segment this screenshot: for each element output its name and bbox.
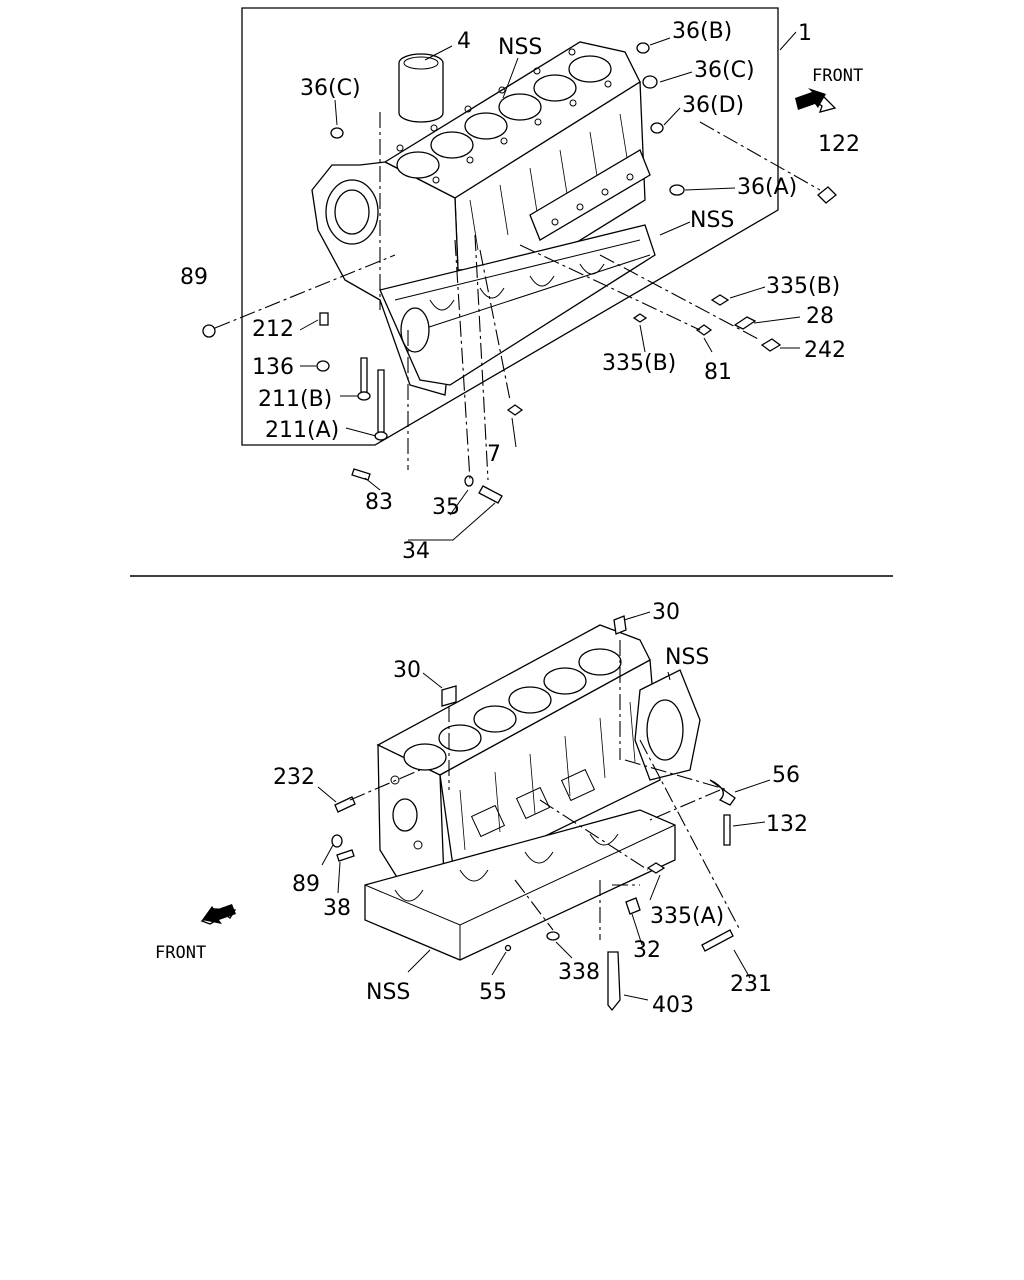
label-dowel-212: 212: [252, 317, 294, 342]
label-plug-36d: 36(D): [682, 93, 744, 118]
label-plug-7: 7: [487, 442, 501, 467]
label-jet-34: 34: [402, 539, 430, 564]
label-plug-36b: 36(B): [672, 19, 732, 44]
label-bracket-403: 403: [652, 993, 694, 1018]
lower-labels: 30 30 NSS 232 56 132 89 38 335(A) 32 FRO…: [155, 600, 808, 1018]
label-bolt-211b: 211(B): [258, 387, 332, 412]
assembly-boundary-line: [241, 7, 779, 446]
label-nss-right: NSS: [690, 208, 734, 233]
label-bolt-132: 132: [766, 812, 808, 837]
label-nss-upper-lower-view: NSS: [665, 645, 709, 670]
label-plug-335b-right: 335(B): [766, 274, 840, 299]
label-stud-232: 232: [273, 765, 315, 790]
label-plug-136: 136: [252, 355, 294, 380]
label-part-28: 28: [806, 304, 834, 329]
label-bolt-211a: 211(A): [265, 418, 339, 443]
upper-leader-lines: [214, 31, 821, 541]
label-plug-89-lower: 89: [292, 872, 320, 897]
label-plug-89-upper: 89: [180, 265, 208, 290]
label-block-1: 1: [798, 21, 812, 46]
lower-small-parts: [331, 615, 736, 1012]
cylinder-block-drawing-lower: [364, 624, 701, 961]
cylinder-liner-part: [398, 53, 444, 123]
label-dowel-30-right: 30: [652, 600, 680, 625]
upper-labels: 1 4 NSS 36(B) 36(C) 36(C) 36(D) 36(A) 12…: [180, 19, 863, 564]
label-front-lower: FRONT: [155, 943, 206, 963]
label-plug-36c-right: 36(C): [694, 58, 755, 83]
label-pin-38: 38: [323, 896, 351, 921]
label-bolt-242: 242: [804, 338, 846, 363]
cylinder-block-drawing: [311, 41, 656, 396]
label-nss-lower: NSS: [366, 980, 410, 1005]
label-pin-83: 83: [365, 490, 393, 515]
label-plug-32: 32: [633, 938, 661, 963]
label-oring-35: 35: [432, 495, 460, 520]
label-bolt-122: 122: [818, 132, 860, 157]
front-arrow-upper-icon: [795, 88, 826, 110]
label-bracket-56: 56: [772, 763, 800, 788]
label-liner-4: 4: [457, 29, 471, 54]
label-plug-36c-left: 36(C): [300, 76, 361, 101]
label-plug-338: 338: [558, 960, 600, 985]
label-plug-335a: 335(A): [650, 904, 724, 929]
label-stud-231: 231: [730, 972, 772, 997]
label-plug-335b-lower: 335(B): [602, 351, 676, 376]
lower-cylinder-block-view: [317, 611, 771, 1012]
lower-leader-lines: [317, 611, 771, 1001]
front-arrow-lower-icon: [202, 904, 236, 924]
label-plug-36a: 36(A): [737, 175, 797, 200]
label-nss-top: NSS: [498, 35, 542, 60]
label-pin-55: 55: [479, 980, 507, 1005]
upper-cylinder-block-view: [200, 7, 837, 925]
label-front-upper: FRONT: [812, 66, 863, 86]
label-dowel-30-left: 30: [393, 658, 421, 683]
label-plug-81: 81: [704, 360, 732, 385]
